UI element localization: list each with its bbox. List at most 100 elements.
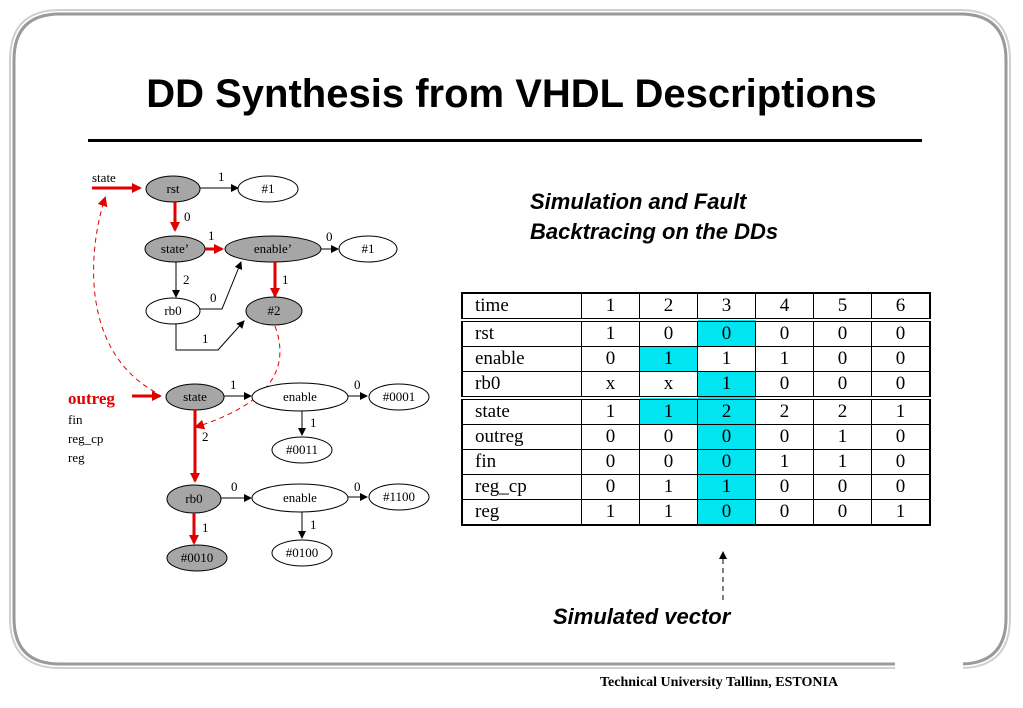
table-cell: 2 <box>755 396 814 425</box>
table-cell: 1 <box>755 346 814 372</box>
var-fin: fin <box>68 412 83 427</box>
edge-label: 1 <box>202 331 209 346</box>
table-cell: 0 <box>697 424 756 450</box>
header-time: 4 <box>755 292 814 321</box>
table-cell: 1 <box>639 346 698 372</box>
edge-label: 1 <box>202 520 209 535</box>
header-label: time <box>461 292 582 321</box>
table-cell: 0 <box>813 499 872 526</box>
table-cell: 1 <box>697 371 756 399</box>
svg-text:#0001: #0001 <box>383 389 416 404</box>
table-cell: 0 <box>871 371 931 399</box>
var-reg-cp: reg_cp <box>68 431 103 446</box>
svg-text:#1: #1 <box>362 241 375 256</box>
footer-text: Technical University Tallinn, ESTONIA <box>600 675 839 690</box>
table-cell: 0 <box>697 318 756 347</box>
table-cell: 0 <box>871 424 931 450</box>
header-time: 1 <box>581 292 640 321</box>
table-cell: 0 <box>697 449 756 475</box>
table-cell: 1 <box>813 449 872 475</box>
table-cell: 1 <box>871 396 931 425</box>
table-cell: 2 <box>813 396 872 425</box>
node-enable-bottom-2: enable <box>251 483 349 513</box>
node-rb0-top: rb0 <box>145 297 201 325</box>
table-cell: 1 <box>639 474 698 500</box>
table-cell: 1 <box>755 449 814 475</box>
table-cell: 0 <box>639 424 698 450</box>
terminal-1a: #1 <box>237 175 299 203</box>
svg-text:rb0: rb0 <box>185 491 202 506</box>
edge-label: 0 <box>184 209 191 224</box>
edge-rb0-1 <box>175 320 245 351</box>
svg-text:state’: state’ <box>161 241 189 256</box>
terminal-0001: #0001 <box>368 383 430 411</box>
svg-text:rb0: rb0 <box>164 303 181 318</box>
simulated-vector-label: Simulated vector <box>553 604 731 629</box>
edge-label: 0 <box>354 377 361 392</box>
header-time: 2 <box>639 292 698 321</box>
edge-rb0-0 <box>200 261 243 310</box>
table-cell: 1 <box>581 396 640 425</box>
subtitle-line-2: Backtracing on the DDs <box>530 219 779 244</box>
backtrace-path-right <box>194 325 281 430</box>
table-cell: x <box>581 371 640 399</box>
table-cell: 0 <box>581 449 640 475</box>
table-cell: 1 <box>581 318 640 347</box>
node-enable-prime: enable’ <box>224 235 322 263</box>
header-time: 5 <box>813 292 872 321</box>
row-label: fin <box>461 449 582 475</box>
table-cell: 0 <box>871 318 931 347</box>
table-cell: 0 <box>755 474 814 500</box>
simulation-subtitle: Simulation and Fault Backtracing on the … <box>530 187 778 247</box>
terminal-0010: #0010 <box>166 544 228 572</box>
edge-label: 1 <box>310 517 317 532</box>
table-cell: 1 <box>697 346 756 372</box>
subtitle-line-1: Simulation and Fault <box>530 189 747 214</box>
terminal-0011: #0011 <box>271 436 333 464</box>
row-label: outreg <box>461 424 582 450</box>
svg-text:#1: #1 <box>262 181 275 196</box>
svg-text:state: state <box>183 389 207 404</box>
terminal-1100: #1100 <box>368 483 430 511</box>
node-rst: rst <box>145 175 201 203</box>
row-label: rst <box>461 318 582 347</box>
node-rb0-bottom: rb0 <box>166 484 222 514</box>
edge-label: 0 <box>326 229 333 244</box>
svg-text:enable: enable <box>283 490 317 505</box>
table-cell: 1 <box>581 499 640 526</box>
table-cell: 0 <box>581 474 640 500</box>
table-cell: 0 <box>755 371 814 399</box>
edge-label: 1 <box>230 377 237 392</box>
table-cell: 1 <box>639 499 698 526</box>
svg-text:enable: enable <box>283 389 317 404</box>
table-cell: 0 <box>755 499 814 526</box>
edge-label: 2 <box>183 272 190 287</box>
terminal-1b: #1 <box>338 235 398 263</box>
title-divider <box>88 139 922 142</box>
table-cell: 0 <box>755 424 814 450</box>
svg-text:#0010: #0010 <box>181 550 214 565</box>
terminal-0100: #0100 <box>271 539 333 567</box>
svg-text:rst: rst <box>167 181 180 196</box>
edge-label: 0 <box>231 479 238 494</box>
edge-label: 1 <box>218 169 225 184</box>
table-cell: 0 <box>755 318 814 347</box>
edge-label: 0 <box>354 479 361 494</box>
table-cell: 0 <box>581 346 640 372</box>
table-cell: 0 <box>813 474 872 500</box>
table-cell: 2 <box>697 396 756 425</box>
table-cell: 0 <box>813 371 872 399</box>
table-cell: 0 <box>871 449 931 475</box>
table-cell: 0 <box>639 318 698 347</box>
row-label: rb0 <box>461 371 582 399</box>
header-time: 6 <box>871 292 931 321</box>
header-time: 3 <box>697 292 756 321</box>
row-label: state <box>461 396 582 425</box>
table-cell: 0 <box>871 346 931 372</box>
